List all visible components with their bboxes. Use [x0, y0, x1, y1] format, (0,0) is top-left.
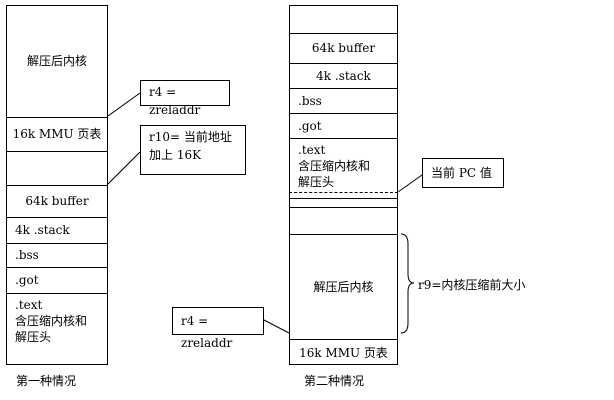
mmu-page-table-cell: 16k MMU 页表 [7, 117, 107, 151]
caption-case-2: 第二种情况 [304, 374, 365, 388]
text-section-desc-2: 解压头 [15, 330, 52, 345]
memory-layout-diagram-1: 解压后内核 16k MMU 页表 64k buffer 4k .stack .b… [6, 5, 108, 365]
text-section-desc-2: 解压头 [298, 175, 335, 190]
r10-callout: r10= 当前地址 加上 16K [140, 125, 246, 175]
stack-cell: 4k .stack [7, 217, 107, 243]
empty-cell [290, 6, 397, 33]
empty-cell [290, 207, 397, 234]
memory-layout-diagram-2: 64k buffer 4k .stack .bss .got .text 含压缩… [289, 5, 398, 365]
r4-zreladdr-callout-2: r4 = zreladdr [172, 307, 264, 350]
empty-cell [7, 151, 107, 185]
pc-pointer-line [397, 174, 423, 193]
decompressed-kernel-cell: 解压后内核 [290, 234, 397, 339]
text-section-cell: .text 含压缩内核和 解压头 [290, 138, 397, 198]
text-section-cell: .text 含压缩内核和 解压头 [7, 293, 107, 366]
r10-pointer-line [107, 151, 141, 185]
pc-dashed-line [289, 192, 398, 193]
size-brace [400, 233, 415, 334]
brace-label: r9=内核压缩前大小 [418, 278, 526, 292]
text-section-desc-1: 含压缩内核和 [298, 159, 371, 174]
text-section-label: .text [298, 143, 326, 157]
bss-cell: .bss [290, 88, 397, 113]
current-pc-callout: 当前 PC 值 [422, 158, 504, 188]
caption-case-1: 第一种情况 [16, 374, 77, 388]
stack-cell: 4k .stack [290, 63, 397, 88]
r4-pointer-line-2 [263, 319, 290, 334]
empty-cell [290, 198, 397, 207]
text-section-desc-1: 含压缩内核和 [15, 314, 88, 329]
r4-pointer-line-1 [107, 92, 141, 117]
r4-zreladdr-callout-1: r4 = zreladdr [140, 80, 230, 117]
got-cell: .got [290, 113, 397, 138]
decompressed-kernel-cell: 解压后内核 [26, 54, 87, 69]
mmu-page-table-cell: 16k MMU 页表 [290, 339, 397, 366]
bss-cell: .bss [7, 243, 107, 267]
text-section-label: .text [15, 298, 43, 312]
got-cell: .got [7, 267, 107, 293]
buffer-cell: 64k buffer [7, 185, 107, 217]
buffer-cell: 64k buffer [290, 33, 397, 63]
